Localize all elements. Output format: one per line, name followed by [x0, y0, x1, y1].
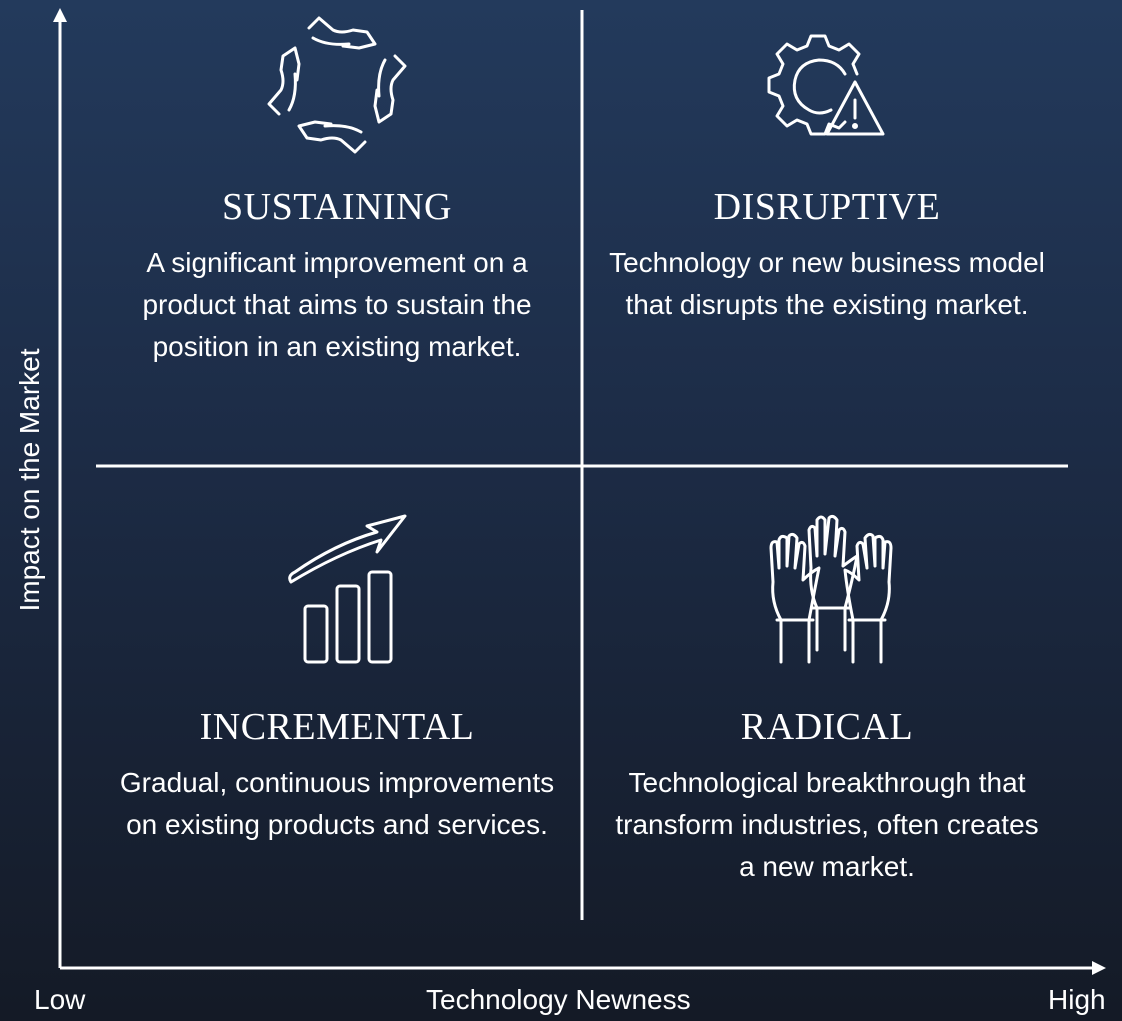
- gear-warning-icon: [767, 34, 885, 136]
- quadrant-title: RADICAL: [740, 706, 914, 748]
- quadrant-description: Technology or new business model that di…: [609, 247, 1045, 320]
- raised-hands-icon: [769, 514, 893, 664]
- x-axis-high-label: High: [1048, 984, 1106, 1015]
- quadrant-radical: RADICAL Technological breakthrough that …: [607, 510, 1047, 888]
- quadrant-disruptive: DISRUPTIVE Technology or new business mo…: [607, 10, 1047, 326]
- y-axis-label: Impact on the Market: [14, 348, 45, 612]
- quadrant-incremental: INCREMENTAL Gradual, continuous improvem…: [117, 510, 557, 846]
- quadrant-sustaining: SUSTAINING A significant improvement on …: [117, 10, 557, 368]
- quadrant-description: Gradual, continuous improvements on exis…: [119, 767, 555, 840]
- quadrant-description: Technological breakthrough that transfor…: [615, 767, 1039, 882]
- quadrant-title: DISRUPTIVE: [713, 186, 941, 228]
- quadrant-title: INCREMENTAL: [199, 706, 475, 748]
- quadrant-description: A significant improvement on a product t…: [142, 247, 532, 362]
- quadrant-title: SUSTAINING: [222, 186, 452, 228]
- x-axis-low-label: Low: [34, 984, 86, 1015]
- growth-chart-icon: [288, 514, 407, 664]
- x-axis-title: Technology Newness: [426, 984, 691, 1015]
- x-axis-arrow: [1092, 961, 1106, 975]
- y-axis-arrow: [53, 8, 67, 22]
- hands-circle-icon: [267, 16, 407, 154]
